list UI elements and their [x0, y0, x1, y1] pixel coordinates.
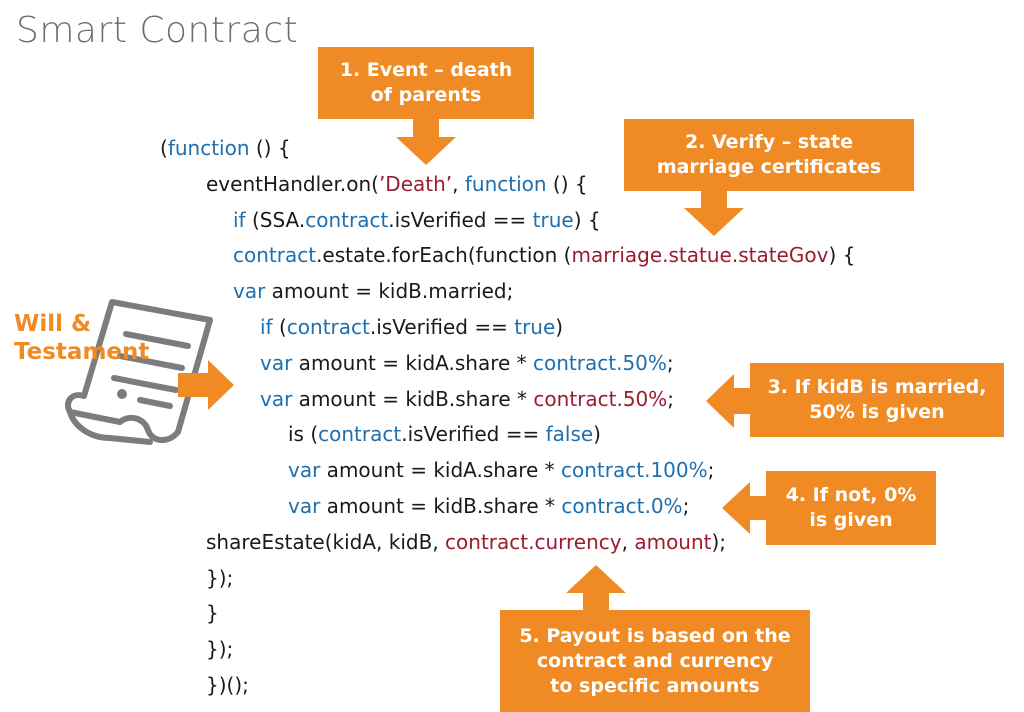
callout-payout-line-2: contract and currency	[536, 650, 774, 672]
code-keyword: contract	[318, 422, 402, 447]
callout-not-married: 4. If not, 0% is given	[766, 471, 936, 545]
code-text: ) {	[573, 207, 601, 232]
callout-not-married-line-2: is given	[809, 509, 893, 531]
code-text: amount = kidB.married;	[265, 279, 514, 304]
callout-not-married-line-1: 4. If not, 0%	[785, 484, 917, 506]
code-text: )	[593, 422, 601, 447]
code-text: })();	[206, 673, 249, 697]
code-keyword: if	[233, 207, 246, 232]
code-text: (SSA.	[245, 207, 306, 232]
code-line: contract.estate.forEach(function (marria…	[233, 243, 855, 267]
code-keyword: function	[167, 136, 250, 160]
code-line: });	[206, 566, 233, 590]
code-text: ,	[452, 171, 465, 196]
code-line: shareEstate(kidA, kidB, contract.currenc…	[206, 530, 726, 554]
code-keyword: true	[514, 315, 556, 339]
arrow-left-not-married-icon	[722, 482, 768, 534]
code-keyword: contract.0%	[561, 494, 683, 518]
code-reference: marriage.statue.stateGov	[571, 243, 829, 268]
callout-payout: 5. Payout is based on the contract and c…	[500, 610, 810, 712]
callout-payout-line-1: 5. Payout is based on the	[519, 625, 791, 647]
callout-event-line-1: 1. Event – death	[339, 59, 513, 81]
arrow-up-payout-icon	[566, 565, 626, 613]
code-text: amount = kidB.share *	[292, 386, 534, 411]
code-text: .isVerified ==	[388, 207, 533, 232]
code-text: eventHandler.on(	[206, 171, 379, 196]
code-keyword: true	[532, 207, 574, 232]
code-keyword: var	[288, 458, 321, 483]
code-text: ,	[621, 529, 635, 554]
callout-event: 1. Event – death of parents	[318, 47, 534, 119]
code-line: })();	[206, 673, 249, 697]
code-text: }	[206, 601, 219, 626]
code-text: amount = kidB.share *	[320, 494, 562, 518]
code-line: is (contract.isVerified == false)	[288, 422, 601, 446]
code-reference: contract.currency	[445, 529, 622, 554]
callout-verify: 2. Verify – state marriage certificates	[624, 119, 914, 191]
code-text: });	[206, 637, 234, 662]
code-text: });	[206, 565, 234, 590]
code-line: var amount = kidB.share * contract.50%;	[260, 387, 674, 411]
code-keyword: contract	[286, 315, 370, 339]
code-keyword: var	[260, 350, 293, 375]
code-line: (function () {	[160, 136, 291, 160]
code-keyword: function	[464, 171, 547, 196]
code-keyword: var	[233, 279, 266, 304]
code-text: () {	[546, 171, 588, 196]
code-line: var amount = kidB.married;	[233, 279, 513, 303]
code-line: eventHandler.on(’Death’, function () {	[206, 172, 588, 196]
code-text: )	[555, 315, 564, 339]
code-line: });	[206, 637, 233, 661]
code-keyword: false	[545, 422, 594, 447]
code-keyword: var	[288, 494, 321, 518]
arrow-down-event-icon	[396, 117, 456, 165]
code-text: amount = kidA.share *	[320, 458, 562, 483]
callout-married-line-1: 3. If kidB is married,	[767, 376, 987, 398]
code-line: var amount = kidB.share * contract.0%;	[288, 494, 689, 518]
code-text: (	[160, 136, 168, 160]
code-text: ;	[667, 386, 675, 411]
arrow-right-will-icon	[178, 360, 234, 410]
page-title: Smart Contract	[16, 10, 299, 51]
code-keyword: if	[260, 315, 273, 339]
scroll-document-icon	[64, 299, 213, 445]
code-line: if (SSA.contract.isVerified == true) {	[233, 208, 601, 232]
callout-payout-line-3: to specific amounts	[550, 675, 760, 697]
code-text: ;	[707, 458, 715, 483]
code-line: var amount = kidA.share * contract.100%;	[288, 458, 714, 482]
code-text: ;	[666, 350, 674, 375]
code-line: var amount = kidA.share * contract.50%;	[260, 351, 674, 375]
code-line: if (contract.isVerified == true)	[260, 315, 563, 339]
code-keyword: var	[260, 386, 293, 411]
code-reference: ’Death’	[378, 171, 453, 196]
code-text: is (	[288, 422, 319, 447]
arrow-down-verify-icon	[684, 190, 744, 236]
code-text: ;	[682, 494, 690, 518]
callout-verify-line-2: marriage certificates	[656, 156, 882, 178]
callout-verify-line-1: 2. Verify – state	[684, 131, 854, 153]
code-keyword: contract	[233, 243, 317, 268]
code-keyword: contract.50%	[533, 350, 667, 375]
code-text: shareEstate(kidA, kidB,	[206, 529, 446, 554]
code-text: () {	[249, 136, 291, 160]
code-reference: amount	[634, 529, 712, 554]
will-label-line-2: Testament	[14, 339, 150, 365]
code-text: .isVerified ==	[369, 315, 515, 339]
code-text: ) {	[828, 243, 856, 268]
code-line: }	[206, 601, 219, 625]
code-text: (	[272, 315, 287, 339]
code-text: amount = kidA.share *	[292, 350, 534, 375]
code-text: .isVerified ==	[401, 422, 546, 447]
callout-event-line-2: of parents	[370, 84, 482, 106]
arrow-left-married-icon	[706, 374, 752, 428]
code-text: );	[711, 529, 727, 554]
callout-married-line-2: 50% is given	[809, 401, 945, 423]
will-label-line-1: Will &	[14, 311, 92, 337]
code-reference: contract.50%	[533, 386, 668, 411]
code-keyword: contract.100%	[561, 458, 708, 483]
will-testament-label: Will & Testament	[14, 310, 149, 366]
code-text: .estate.forEach(function (	[316, 243, 572, 268]
callout-married: 3. If kidB is married, 50% is given	[750, 363, 1004, 437]
code-keyword: contract	[305, 207, 389, 232]
